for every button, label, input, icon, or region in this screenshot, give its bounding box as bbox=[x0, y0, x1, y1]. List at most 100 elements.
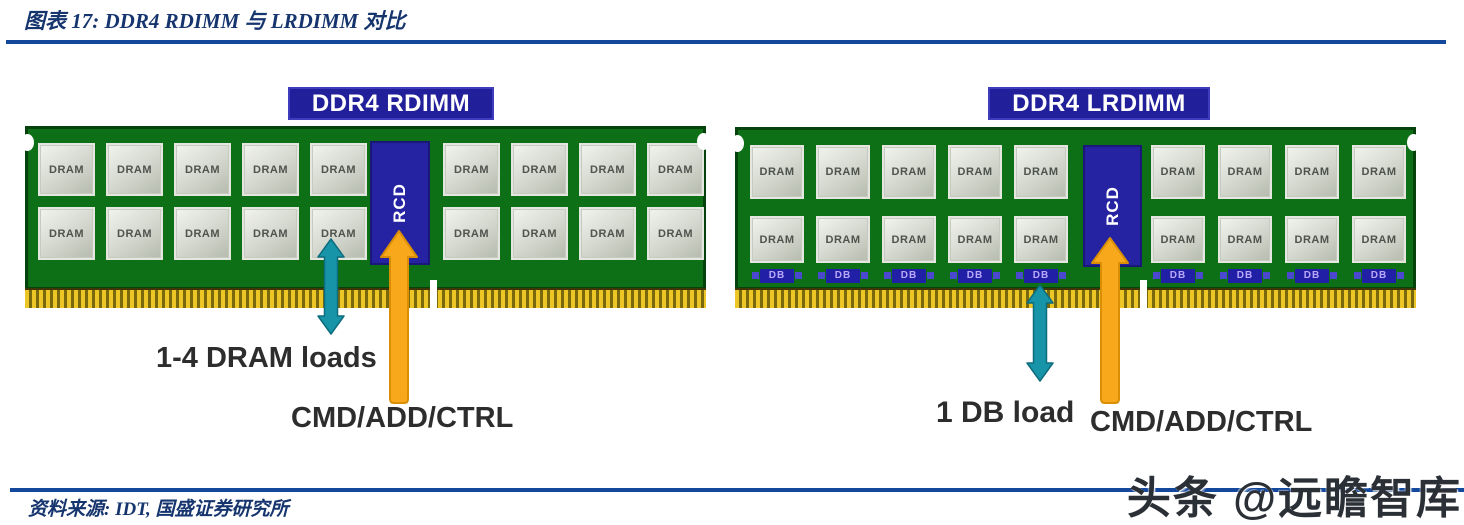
dram-chip: DRAM bbox=[816, 145, 870, 199]
dram-chip: DRAM bbox=[1352, 216, 1406, 263]
db-pad bbox=[1397, 272, 1404, 279]
edge-notch bbox=[697, 133, 710, 150]
dram-chip: DRAM bbox=[511, 143, 568, 196]
dram-chip: DRAM bbox=[948, 216, 1002, 263]
dram-chip: DRAM bbox=[948, 145, 1002, 199]
db-pad bbox=[861, 272, 868, 279]
db-chip: DB bbox=[948, 268, 1002, 283]
db-label: DB bbox=[1228, 268, 1262, 283]
db-chip: DB bbox=[882, 268, 936, 283]
rcd-chip: RCD bbox=[370, 141, 430, 265]
db-pad bbox=[1330, 272, 1337, 279]
rdimm-title-label: DDR4 RDIMM bbox=[311, 89, 471, 117]
dram-chip: DRAM bbox=[579, 143, 636, 196]
dram-chip: DRAM bbox=[1014, 145, 1068, 199]
rcd-chip: RCD bbox=[1083, 145, 1142, 267]
db-chip: DB bbox=[816, 268, 870, 283]
db-pad bbox=[1263, 272, 1270, 279]
dram-chip: DRAM bbox=[174, 207, 231, 260]
db-pad bbox=[1153, 272, 1160, 279]
dram-chip: DRAM bbox=[882, 216, 936, 263]
figure-title: 图表 17: DDR4 RDIMM 与 LRDIMM 对比 bbox=[24, 9, 406, 33]
db-chip: DB bbox=[1285, 268, 1339, 283]
db-label: DB bbox=[1161, 268, 1195, 283]
dram-chip: DRAM bbox=[1285, 145, 1339, 199]
lrdimm-title-box: DDR4 LRDIMM bbox=[988, 87, 1210, 120]
db-chip: DB bbox=[1352, 268, 1406, 283]
cmd-label-right: CMD/ADD/CTRL bbox=[1090, 406, 1313, 438]
db-label: DB bbox=[826, 268, 860, 283]
db-chip: DB bbox=[1218, 268, 1272, 283]
top-rule bbox=[6, 40, 1446, 44]
db-row-left: DB DB DB DB DB bbox=[750, 268, 1068, 283]
db-pad bbox=[993, 272, 1000, 279]
dram-chip: DRAM bbox=[38, 207, 95, 260]
db-pad bbox=[1354, 272, 1361, 279]
db-chip: DB bbox=[1014, 268, 1068, 283]
dram-chip: DRAM bbox=[750, 145, 804, 199]
db-pad bbox=[818, 272, 825, 279]
edge-notch bbox=[21, 134, 34, 151]
db-label: DB bbox=[892, 268, 926, 283]
dram-chip: DRAM bbox=[310, 143, 367, 196]
dram-chip: DRAM bbox=[579, 207, 636, 260]
dram-chip: DRAM bbox=[106, 143, 163, 196]
db-chip: DB bbox=[750, 268, 804, 283]
gold-pins bbox=[735, 280, 1416, 310]
key-notch bbox=[1140, 280, 1147, 310]
dram-loads-label: 1-4 DRAM loads bbox=[156, 342, 377, 374]
db-pad bbox=[1196, 272, 1203, 279]
db-pad bbox=[927, 272, 934, 279]
edge-notch bbox=[1407, 134, 1420, 151]
lrdimm-title-label: DDR4 LRDIMM bbox=[1012, 89, 1186, 117]
bottom-rule bbox=[10, 488, 1464, 492]
db-row-right: DB DB DB DB bbox=[1151, 268, 1406, 283]
dram-chip: DRAM bbox=[1352, 145, 1406, 199]
db-pad bbox=[950, 272, 957, 279]
db-chip: DB bbox=[1151, 268, 1205, 283]
dram-chip: DRAM bbox=[1151, 216, 1205, 263]
db-pad bbox=[1220, 272, 1227, 279]
dram-chip: DRAM bbox=[38, 143, 95, 196]
db-pad bbox=[752, 272, 759, 279]
dram-chip: DRAM bbox=[816, 216, 870, 263]
dram-chip: DRAM bbox=[443, 207, 500, 260]
db-pad bbox=[1016, 272, 1023, 279]
gold-pins bbox=[25, 280, 706, 310]
dram-chip: DRAM bbox=[174, 143, 231, 196]
dram-chip: DRAM bbox=[242, 207, 299, 260]
db-pad bbox=[1059, 272, 1066, 279]
rcd-label: RCD bbox=[390, 183, 409, 223]
db-label: DB bbox=[1362, 268, 1396, 283]
cmd-label-left: CMD/ADD/CTRL bbox=[291, 402, 514, 434]
db-label: DB bbox=[1024, 268, 1058, 283]
dram-chip: DRAM bbox=[443, 143, 500, 196]
source-note: 资料来源: IDT, 国盛证券研究所 bbox=[28, 499, 289, 520]
db-pad bbox=[1287, 272, 1294, 279]
rdimm-title-box: DDR4 RDIMM bbox=[288, 87, 494, 120]
dram-chip: DRAM bbox=[750, 216, 804, 263]
dram-chip: DRAM bbox=[1218, 216, 1272, 263]
dram-chip: DRAM bbox=[882, 145, 936, 199]
db-pad bbox=[884, 272, 891, 279]
dram-chip: DRAM bbox=[1285, 216, 1339, 263]
key-notch bbox=[430, 280, 437, 310]
db-load-label: 1 DB load bbox=[936, 396, 1075, 429]
dram-chip: DRAM bbox=[511, 207, 568, 260]
dram-chip: DRAM bbox=[310, 207, 367, 260]
watermark: 头条 @远瞻智库 bbox=[1126, 474, 1462, 523]
db-label: DB bbox=[760, 268, 794, 283]
dram-chip: DRAM bbox=[1151, 145, 1205, 199]
rcd-label: RCD bbox=[1102, 186, 1122, 226]
dram-chip: DRAM bbox=[647, 143, 704, 196]
db-label: DB bbox=[958, 268, 992, 283]
dram-chip: DRAM bbox=[1218, 145, 1272, 199]
